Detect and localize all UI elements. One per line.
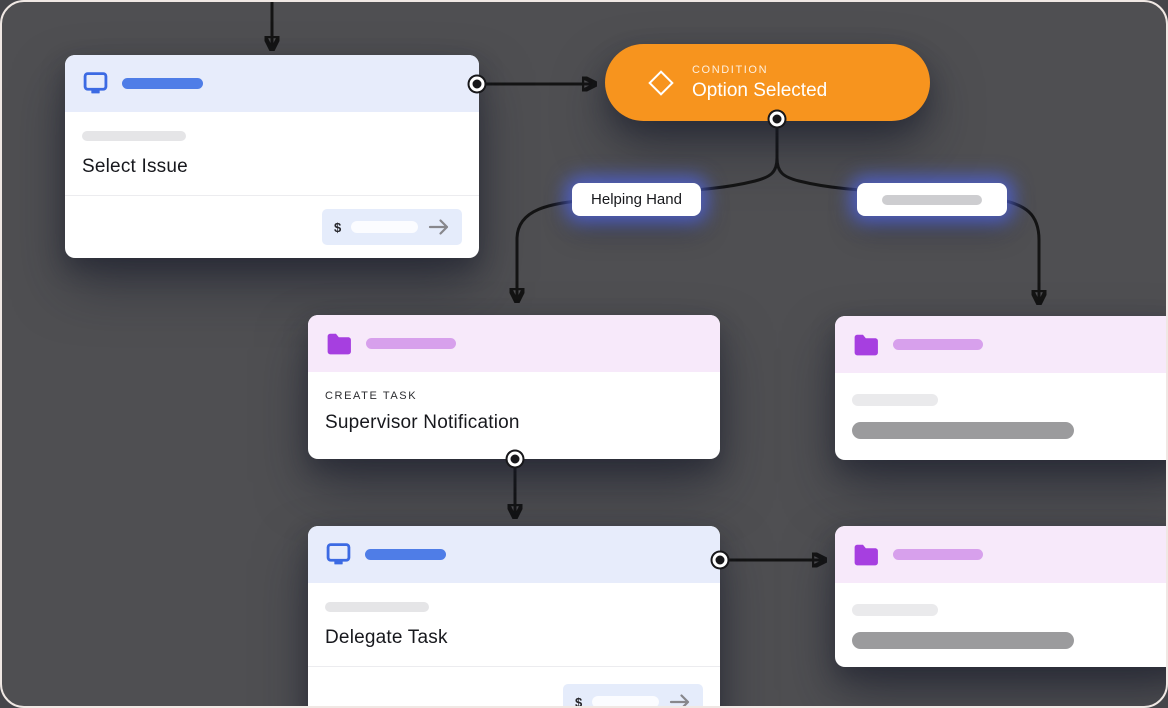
skeleton-task-card-top-right[interactable]: [835, 316, 1166, 460]
folder-icon: [853, 333, 879, 356]
condition-node[interactable]: CONDITION Option Selected: [605, 44, 930, 121]
connector-port-dot[interactable]: [712, 552, 728, 568]
label-skeleton-bar: [852, 394, 938, 406]
card-body: [835, 373, 1166, 439]
currency-prefix: $: [575, 694, 583, 708]
skeleton-task-card-bottom-right[interactable]: [835, 526, 1166, 667]
delegate-card-body: Delegate Task: [308, 583, 720, 666]
header-title-skeleton-bar: [122, 78, 203, 89]
branch-label-right[interactable]: [857, 183, 1007, 216]
select-issue-card[interactable]: Select Issue $: [65, 55, 479, 258]
connector-port-dot[interactable]: [507, 451, 523, 467]
currency-prefix: $: [334, 219, 342, 235]
value-skeleton-bar: [852, 422, 1074, 439]
folder-icon: [326, 332, 352, 355]
amount-input[interactable]: $: [322, 209, 462, 245]
diamond-icon: [648, 69, 674, 96]
input-placeholder-bar: [351, 221, 418, 233]
header-title-skeleton-bar: [893, 549, 983, 560]
card-header: [835, 526, 1166, 583]
select-issue-card-body: Select Issue: [65, 112, 479, 195]
header-title-skeleton-bar: [366, 338, 456, 349]
connector-port-dot[interactable]: [769, 111, 785, 127]
wire-right-label-to-card: [1000, 198, 1039, 302]
arrow-right-icon[interactable]: [669, 693, 691, 706]
delegate-card-header: [308, 526, 720, 583]
branch-label-helping-hand[interactable]: Helping Hand: [572, 183, 701, 216]
select-issue-title: Select Issue: [82, 156, 188, 177]
monitor-icon: [326, 542, 351, 567]
condition-kicker: CONDITION: [692, 63, 769, 76]
branch-label-skeleton-bar: [882, 194, 982, 205]
card-body: [835, 583, 1166, 649]
field-label-skeleton-bar: [82, 131, 186, 141]
select-issue-card-header: [65, 55, 479, 112]
supervisor-card-body: CREATE TASK Supervisor Notification: [308, 372, 720, 434]
select-issue-card-footer: $: [65, 195, 479, 258]
amount-input[interactable]: $: [563, 684, 703, 708]
label-skeleton-bar: [852, 604, 938, 616]
supervisor-card-header: [308, 315, 720, 372]
delegate-task-card[interactable]: Delegate Task $: [308, 526, 720, 708]
input-placeholder-bar: [592, 696, 659, 706]
folder-icon: [853, 543, 879, 566]
monitor-icon: [83, 71, 108, 96]
header-title-skeleton-bar: [893, 339, 983, 350]
delegate-title: Delegate Task: [325, 627, 448, 648]
branch-label-text: Helping Hand: [591, 191, 682, 208]
supervisor-notification-card[interactable]: CREATE TASK Supervisor Notification: [308, 315, 720, 459]
supervisor-title: Supervisor Notification: [325, 412, 520, 433]
connector-port-dot[interactable]: [469, 76, 485, 92]
delegate-card-footer: $: [308, 666, 720, 708]
header-title-skeleton-bar: [365, 549, 446, 560]
create-task-kicker: CREATE TASK: [325, 390, 418, 402]
value-skeleton-bar: [852, 632, 1074, 649]
card-header: [835, 316, 1166, 373]
wire-left-label-to-supervisor: [517, 198, 586, 300]
field-label-skeleton-bar: [325, 602, 429, 612]
arrow-right-icon[interactable]: [428, 218, 450, 236]
condition-title: Option Selected: [692, 79, 828, 101]
